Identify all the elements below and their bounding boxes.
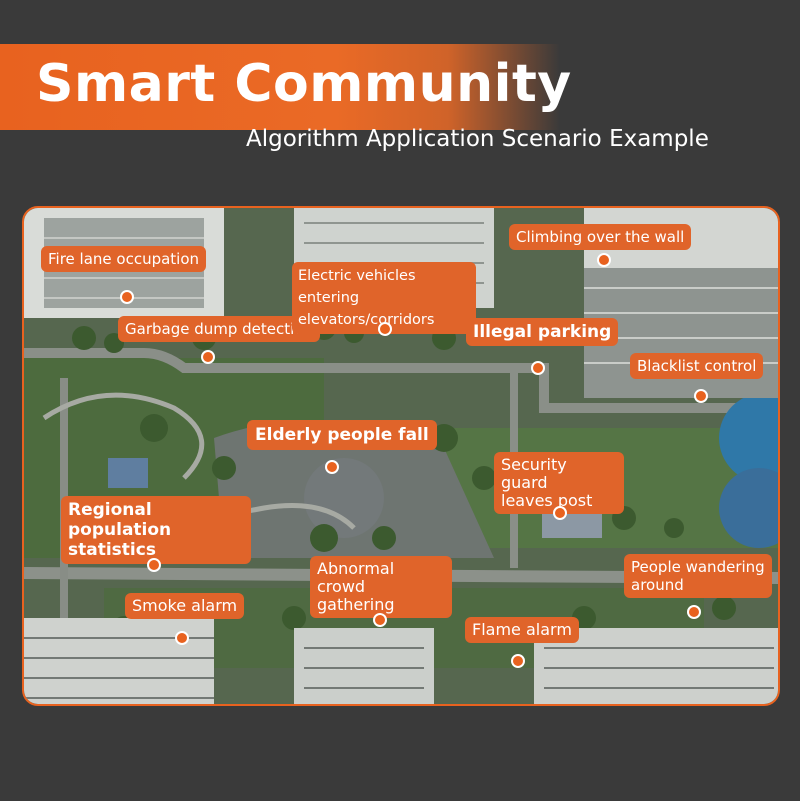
aerial-community-image: Fire lane occupation Garbage dump detect… — [22, 206, 780, 706]
label-illegal-parking: Illegal parking — [466, 318, 619, 346]
label-climbing-over-wall: Climbing over the wall — [509, 224, 692, 250]
marker-climbing — [597, 253, 611, 267]
label-blacklist-control: Blacklist control — [630, 353, 764, 379]
title-banner — [0, 44, 560, 130]
marker-flame — [511, 654, 525, 668]
marker-fire-lane — [120, 290, 134, 304]
page-subtitle: Algorithm Application Scenario Example — [246, 126, 709, 152]
label-guard-line1: Security guard — [501, 455, 567, 492]
label-smoke-alarm: Smoke alarm — [125, 593, 245, 619]
label-wandering-line1: People wandering — [631, 558, 765, 576]
label-crowd-line2: gathering — [317, 595, 395, 614]
label-guard-line2: leaves post — [501, 491, 593, 510]
label-wandering-line2: around — [631, 576, 684, 594]
label-crowd-line1: Abnormal crowd — [317, 559, 395, 596]
label-regional-population: Regional population statistics — [61, 496, 251, 564]
label-ev-line1: Electric vehicles entering — [298, 268, 416, 306]
marker-smoke — [175, 631, 189, 645]
marker-electric-vehicles — [378, 322, 392, 336]
marker-security-guard — [553, 506, 567, 520]
marker-elderly — [325, 460, 339, 474]
marker-blacklist — [694, 389, 708, 403]
marker-wandering — [687, 605, 701, 619]
label-security-guard: Security guard leaves post — [494, 452, 624, 514]
label-population-line2: statistics — [68, 540, 156, 560]
label-ev-line2: elevators/corridors — [298, 312, 435, 328]
label-people-wandering: People wandering around — [624, 554, 772, 598]
label-elderly-people-fall: Elderly people fall — [247, 420, 437, 450]
marker-crowd — [373, 613, 387, 627]
page-title: Smart Community — [36, 54, 572, 114]
label-abnormal-crowd: Abnormal crowd gathering — [310, 556, 452, 618]
marker-population — [147, 558, 161, 572]
label-fire-lane-occupation: Fire lane occupation — [41, 246, 207, 272]
marker-garbage — [201, 350, 215, 364]
label-population-line1: Regional population — [68, 500, 172, 540]
label-flame-alarm: Flame alarm — [465, 617, 579, 643]
marker-illegal-parking — [531, 361, 545, 375]
label-garbage-dump-detection: Garbage dump detection — [118, 316, 320, 342]
